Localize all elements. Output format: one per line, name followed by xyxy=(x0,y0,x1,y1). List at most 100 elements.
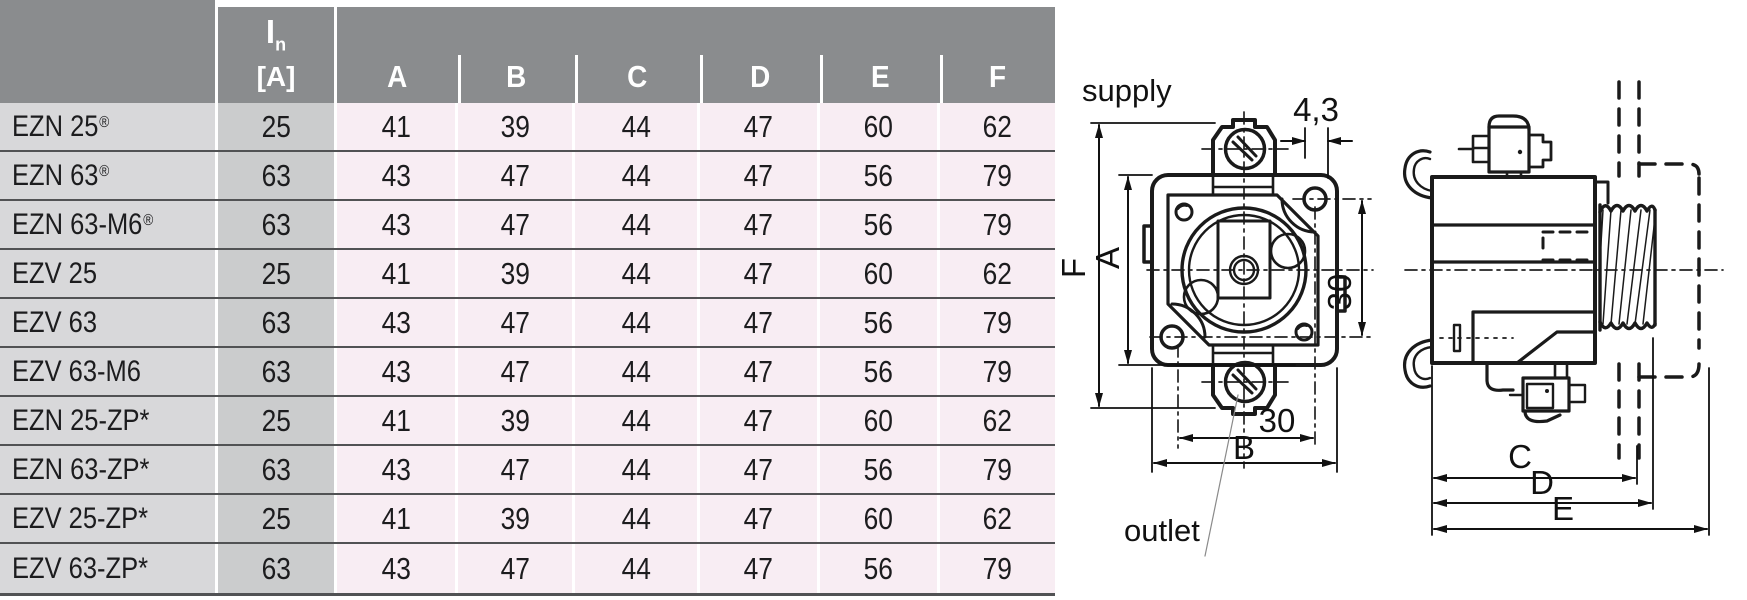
dim-e-cell: 60 xyxy=(820,250,940,297)
product-reg: ® xyxy=(99,113,110,131)
in-value-cell: 63 xyxy=(218,201,337,248)
in-value-cell: 63 xyxy=(218,299,337,346)
dim-cell: 47 xyxy=(743,206,774,242)
dim-cell: 56 xyxy=(863,451,894,487)
dim-cell: 79 xyxy=(982,304,1013,340)
table-row: EZN 63-ZP* 63 43 47 44 47 56 79 xyxy=(0,446,1055,495)
dim-a-cell: 43 xyxy=(337,152,458,199)
header-dim-f: F xyxy=(940,0,1055,103)
dim-f-cell: 79 xyxy=(940,299,1055,346)
in-value-cell: 63 xyxy=(218,544,337,593)
dim-cell: 79 xyxy=(982,353,1013,389)
panel-dashed-outline xyxy=(1617,80,1701,460)
dim-f-cell: 62 xyxy=(940,397,1055,444)
side-view-labels: C D E xyxy=(1508,438,1574,527)
table-row: EZN 63® 63 43 47 44 47 56 79 xyxy=(0,152,1055,201)
in-value-cell: 25 xyxy=(218,250,337,297)
dim-30-bottom-label: 30 xyxy=(1259,402,1296,439)
dim-e-cell: 56 xyxy=(820,299,940,346)
dim-c-cell: 44 xyxy=(575,152,700,199)
dim-d-cell: 47 xyxy=(700,348,820,395)
header-product-cell xyxy=(0,0,218,103)
dim-d-cell: 47 xyxy=(700,103,820,150)
dim-cell: 47 xyxy=(743,550,774,586)
dim-d-cell: 47 xyxy=(700,544,820,593)
dim-cell: 47 xyxy=(743,402,774,438)
dim-cell: 60 xyxy=(863,255,894,291)
dim-cell: 44 xyxy=(621,550,651,586)
dim-a-cell: 43 xyxy=(337,201,458,248)
dim-f-cell: 79 xyxy=(940,152,1055,199)
dim-cell: 43 xyxy=(381,206,411,242)
dim-cell: 56 xyxy=(863,550,894,586)
dim-e-cell: 60 xyxy=(820,103,940,150)
dim-cell: 44 xyxy=(621,402,651,438)
in-symbol: In xyxy=(265,13,287,55)
dim-cell: 56 xyxy=(863,304,894,340)
dim-cell: 44 xyxy=(621,255,651,291)
table-row: EZV 25 25 41 39 44 47 60 62 xyxy=(0,250,1055,299)
product-name: EZV 63-M6 xyxy=(12,354,141,388)
dim-cell: 47 xyxy=(743,255,774,291)
dim-cell: 44 xyxy=(621,206,651,242)
dim-cell: 47 xyxy=(500,353,530,389)
header-dim-e: E xyxy=(820,0,940,103)
dim-a-cell: 41 xyxy=(337,103,458,150)
header-dim-c: C xyxy=(575,0,700,103)
product-name: EZV 63-ZP* xyxy=(12,551,149,585)
dim-cell: 79 xyxy=(982,206,1013,242)
dim-cell: 47 xyxy=(500,451,530,487)
dim-cell: 62 xyxy=(982,108,1013,144)
dim-a-cell: 43 xyxy=(337,348,458,395)
dim-b-cell: 39 xyxy=(458,495,575,542)
dim-b-cell: 47 xyxy=(458,299,575,346)
dim-b-cell: 47 xyxy=(458,446,575,493)
dim-cell: 79 xyxy=(982,550,1013,586)
product-name: EZN 25 xyxy=(12,109,99,143)
dim-f-cell: 62 xyxy=(940,103,1055,150)
table-row: EZV 63-ZP* 63 43 47 44 47 56 79 xyxy=(0,544,1055,593)
dim-30-right-label: 30 xyxy=(1321,274,1358,311)
dim-e-cell: 56 xyxy=(820,544,940,593)
dim-d-cell: 47 xyxy=(700,201,820,248)
dim-c-cell: 44 xyxy=(575,495,700,542)
dim-cell: 25 xyxy=(261,500,291,536)
dim-d-cell: 47 xyxy=(700,495,820,542)
dim-c-cell: 44 xyxy=(575,544,700,593)
product-name-cell: EZN 63-M6® xyxy=(0,201,218,248)
dim-b-cell: 39 xyxy=(458,103,575,150)
product-name-cell: EZV 25 xyxy=(0,250,218,297)
drawings-svg: supply outlet 4,3 F A 30 30 B xyxy=(1055,73,1724,557)
dim-c-cell: 44 xyxy=(575,446,700,493)
product-name-cell: EZV 25-ZP* xyxy=(0,495,218,542)
dim-a-cell: 43 xyxy=(337,544,458,593)
dim-f-cell: 79 xyxy=(940,446,1055,493)
dim-f-cell: 79 xyxy=(940,201,1055,248)
dim-cell: 47 xyxy=(500,550,530,586)
dim-cell: 47 xyxy=(500,206,530,242)
dim-c-label: C xyxy=(1508,438,1532,475)
dim-cell: 47 xyxy=(743,157,774,193)
dim-d-label: D xyxy=(1530,464,1554,501)
dim-cell: 39 xyxy=(500,402,530,438)
dim-cell: 41 xyxy=(381,402,411,438)
dim-d-cell: 47 xyxy=(700,152,820,199)
table-row: EZN 25® 25 41 39 44 47 60 62 xyxy=(0,103,1055,152)
dim-cell: 47 xyxy=(500,304,530,340)
dim-a-cell: 41 xyxy=(337,250,458,297)
dim-cell: 63 xyxy=(261,550,291,586)
dim-cell: 41 xyxy=(381,108,411,144)
dim-a-cell: 41 xyxy=(337,397,458,444)
dim-d-cell: 47 xyxy=(700,446,820,493)
dim-cell: 41 xyxy=(381,255,411,291)
dim-e-cell: 56 xyxy=(820,348,940,395)
dim-cell: 43 xyxy=(381,157,411,193)
dim-a-cell: 41 xyxy=(337,495,458,542)
product-name: EZV 63 xyxy=(12,305,98,339)
dim-f-cell: 79 xyxy=(940,544,1055,593)
dimensions-table: In [A] A B C D E F EZN 25® 25 41 39 44 4… xyxy=(0,0,1055,596)
dim-cell: 63 xyxy=(261,157,291,193)
dim-cell: 41 xyxy=(381,500,411,536)
dim-f-cell: 62 xyxy=(940,495,1055,542)
dim-e-cell: 60 xyxy=(820,495,940,542)
